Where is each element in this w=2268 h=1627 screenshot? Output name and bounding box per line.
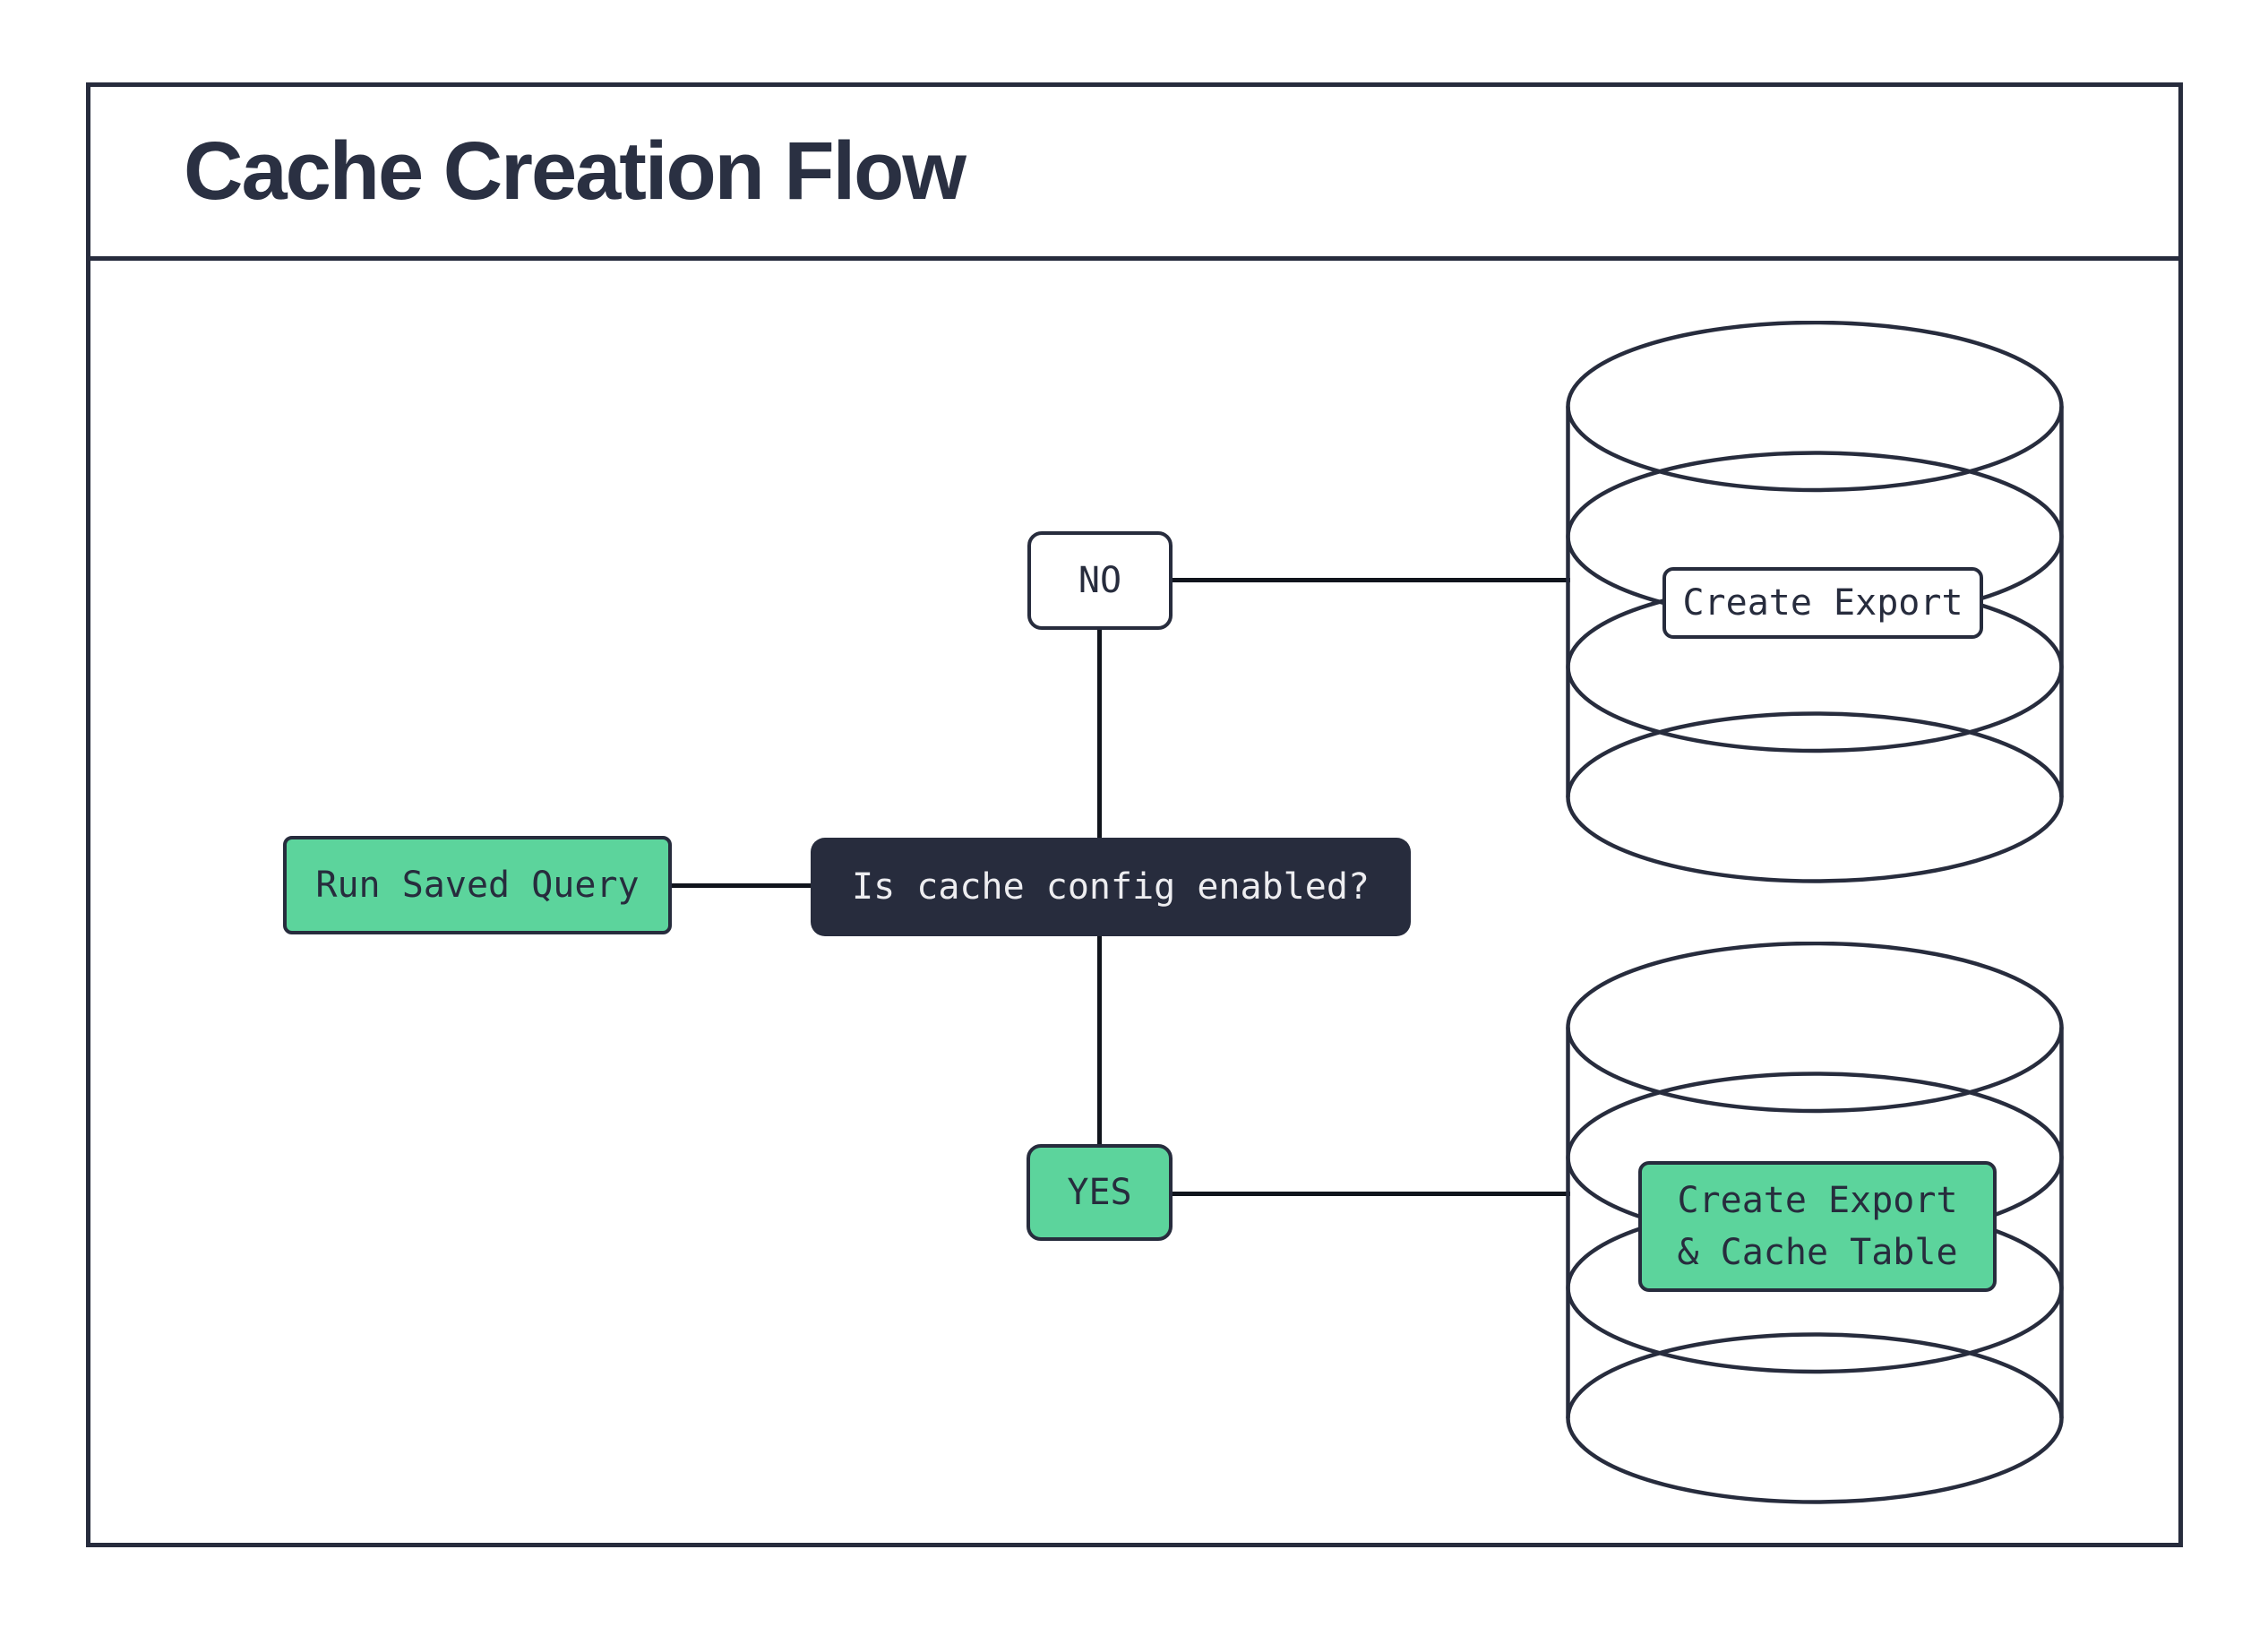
- connector-no-to-decision: [1097, 630, 1102, 838]
- connector-no-to-database: [1173, 578, 1570, 582]
- branch-label-text: NO: [1078, 560, 1122, 601]
- outcome-badge-line: & Cache Table: [1677, 1232, 1958, 1273]
- flow-node-label: Run Saved Query: [315, 865, 640, 906]
- outcome-badge-create-export-cache-table: Create Export & Cache Table: [1638, 1161, 1997, 1292]
- flow-node-label: Is cache config enabled?: [852, 866, 1370, 908]
- outcome-badge-label: Create Export: [1682, 582, 1963, 624]
- flow-node-decision: Is cache config enabled?: [811, 838, 1411, 936]
- flow-node-run-saved-query: Run Saved Query: [283, 836, 672, 934]
- connector-start-to-decision: [672, 883, 811, 888]
- diagram-frame: [86, 82, 2183, 1547]
- outcome-badge-create-export: Create Export: [1662, 567, 1983, 639]
- branch-label-yes: YES: [1027, 1144, 1173, 1241]
- database-cylinder-icon: [1566, 321, 2064, 883]
- diagram-header: Cache Creation Flow: [86, 82, 2183, 261]
- diagram-title: Cache Creation Flow: [184, 125, 966, 217]
- connector-yes-to-database: [1173, 1192, 1570, 1196]
- branch-label-no: NO: [1027, 531, 1173, 630]
- branch-label-text: YES: [1067, 1172, 1132, 1213]
- connector-decision-to-yes: [1097, 936, 1102, 1144]
- outcome-badge-line: Create Export: [1677, 1180, 1958, 1221]
